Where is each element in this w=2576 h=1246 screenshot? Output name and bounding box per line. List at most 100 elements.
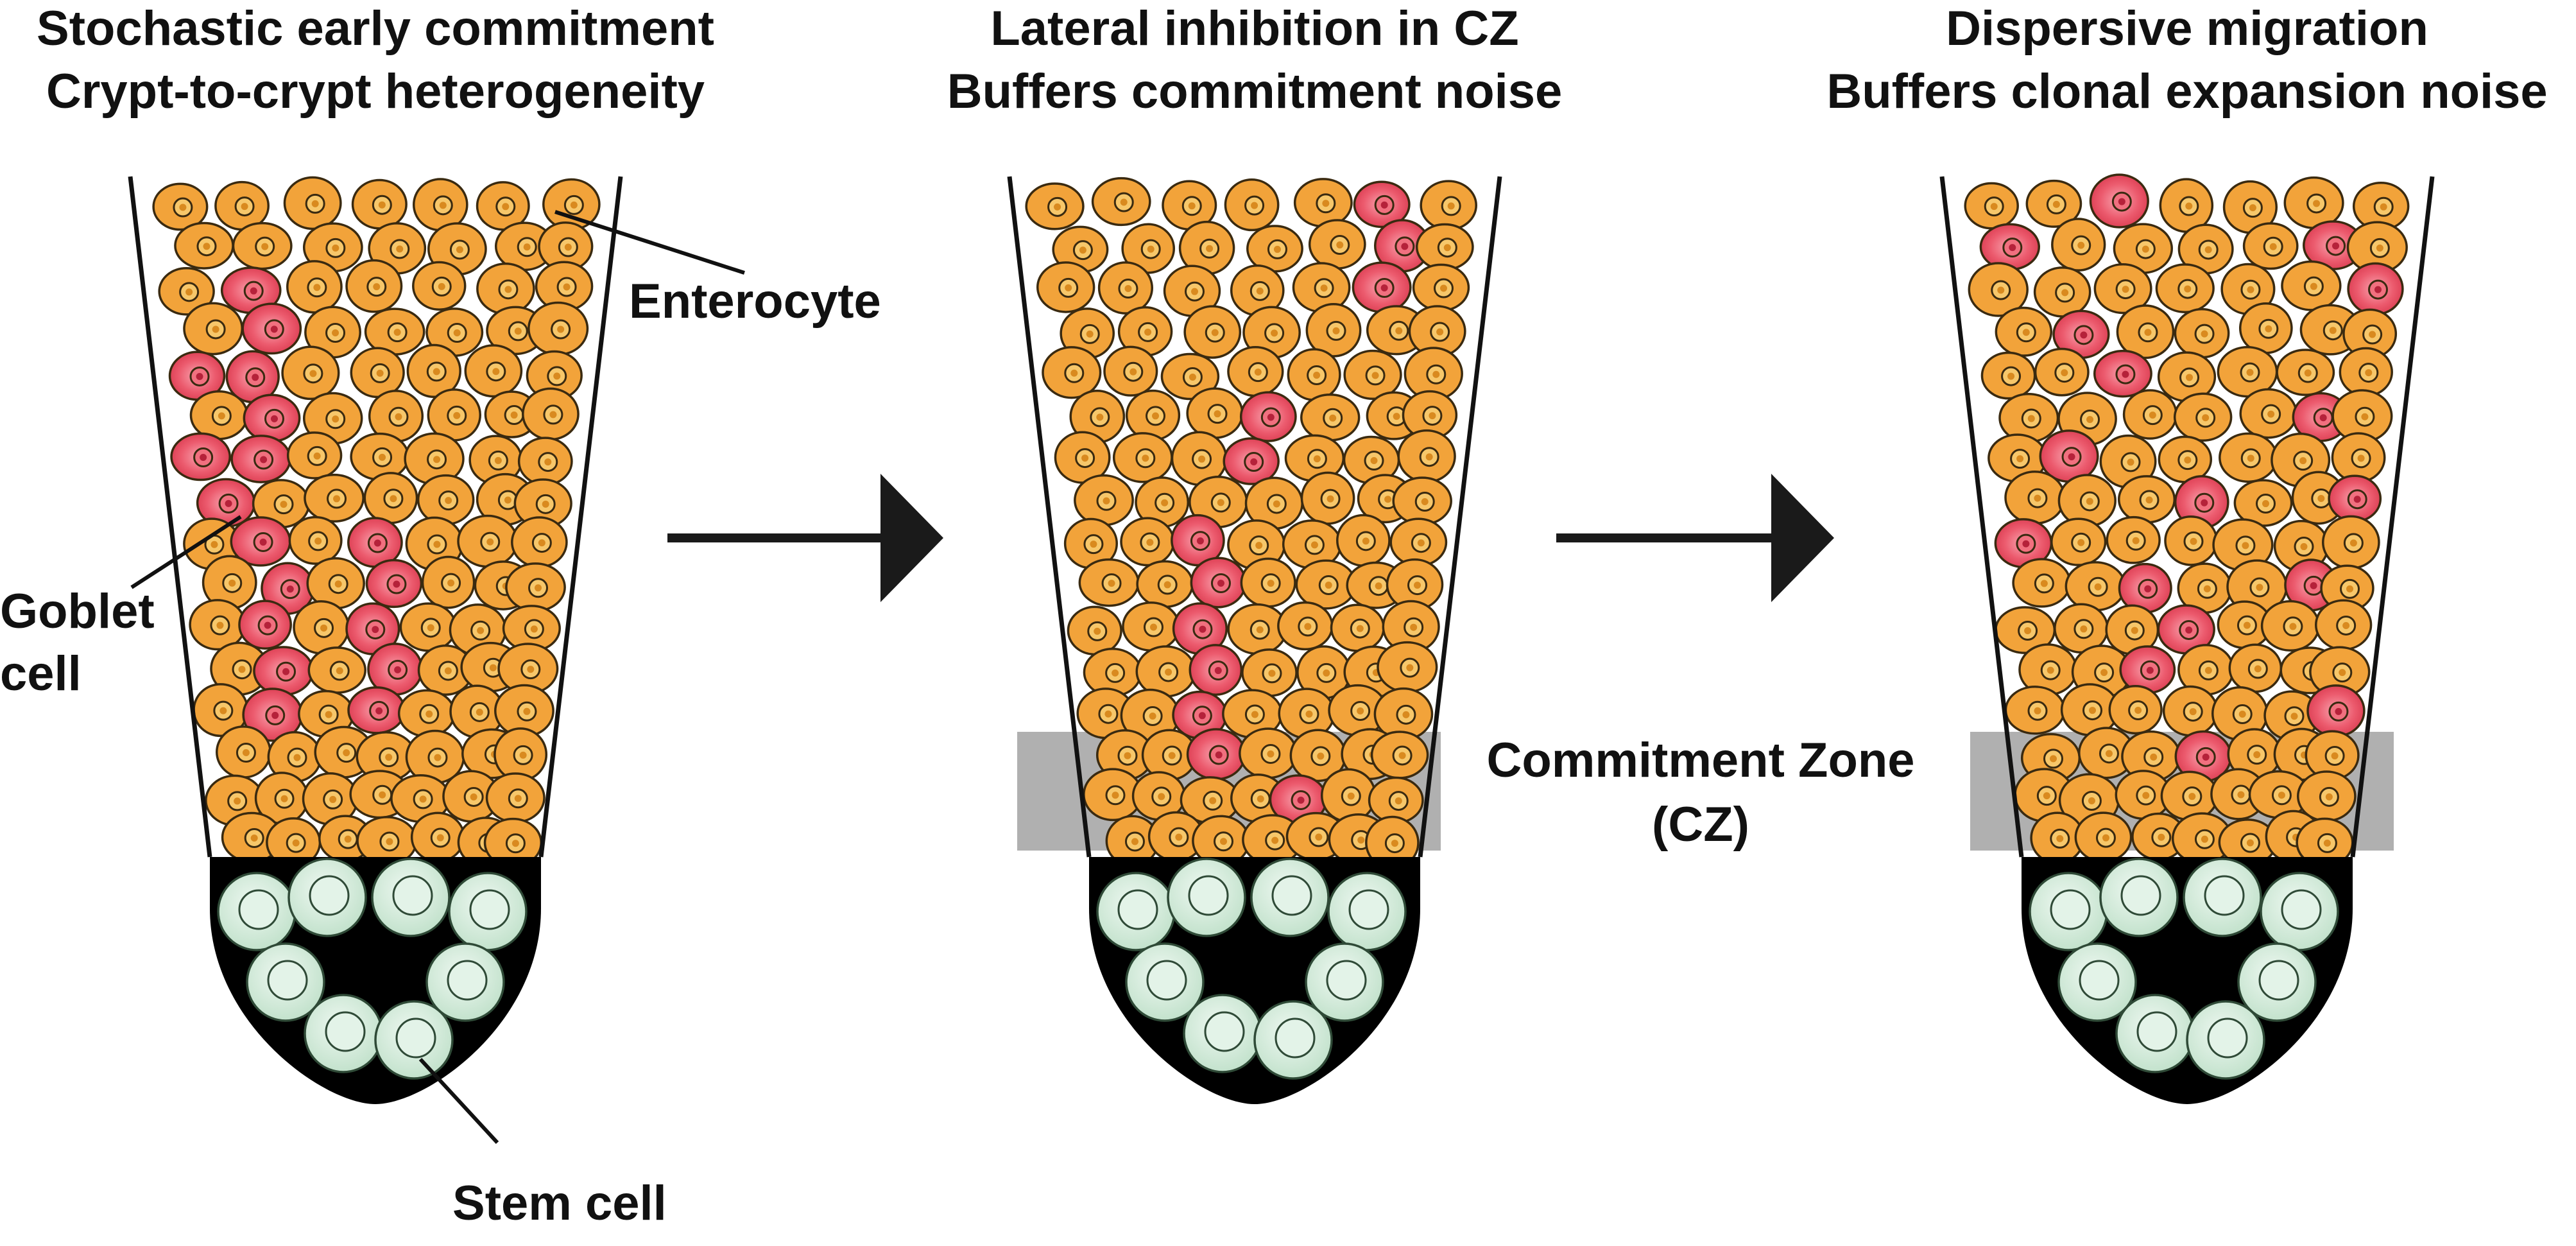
- enterocyte-cell: [286, 260, 343, 314]
- enterocyte-cell: [2108, 684, 2163, 735]
- goblet-label-line2: cell: [0, 646, 82, 701]
- enterocyte-cell: [1076, 688, 1135, 740]
- enterocyte-cell: [1300, 393, 1361, 442]
- enterocyte-cell: [2093, 263, 2152, 315]
- enterocyte-cell: [2322, 515, 2380, 570]
- enterocyte-cell: [2025, 179, 2082, 228]
- enterocyte-cell: [2281, 260, 2342, 311]
- enterocyte-cell: [406, 343, 461, 399]
- enterocyte-cell: [363, 472, 418, 524]
- enterocyte-cell: [2219, 432, 2278, 483]
- enterocyte-cell: [511, 516, 568, 568]
- stem-cell: [1250, 858, 1330, 937]
- enterocyte-cell: [1083, 647, 1142, 697]
- enterocyte-cell: [193, 683, 249, 738]
- enterocyte-cell: [2160, 770, 2219, 821]
- enterocyte-cell: [1105, 815, 1160, 867]
- enterocyte-cell: [2239, 388, 2297, 439]
- stem-cell: [246, 942, 325, 1022]
- crypt-wall-left: [1007, 176, 1092, 858]
- enterocyte-cell: [535, 261, 594, 312]
- commitment-zone-label-line1: Commitment Zone: [1486, 733, 1914, 788]
- enterocyte-cell: [1336, 514, 1391, 567]
- stem-cell: [371, 858, 451, 937]
- enterocyte-cell: [485, 772, 545, 824]
- enterocyte-cell: [397, 689, 456, 738]
- enterocyte-cell: [351, 178, 408, 230]
- enterocyte-cell: [2050, 517, 2107, 566]
- enterocyte-cell: [1240, 557, 1296, 608]
- enterocyte-cell: [2004, 471, 2066, 525]
- commitment-zone-label-line2: (CZ): [1652, 797, 1749, 852]
- panel-2-title-line2: Buffers commitment noise: [947, 64, 1563, 119]
- enterocyte-cell: [2238, 302, 2293, 354]
- goblet-cell: [238, 600, 292, 650]
- enterocyte-cell: [2242, 222, 2299, 270]
- enterocyte-cell: [286, 431, 343, 480]
- goblet-cell: [1186, 728, 1246, 781]
- enterocyte-cell: [1246, 225, 1303, 273]
- enterocyte-cell: [427, 388, 481, 442]
- enterocyte-cell: [174, 221, 234, 270]
- enterocyte-cell: [2158, 435, 2213, 483]
- enterocyte-cell: [302, 772, 359, 826]
- enterocyte-cell: [2228, 643, 2283, 693]
- enterocyte-cell: [1120, 517, 1175, 567]
- enterocyte-cell: [232, 221, 293, 270]
- enterocyte-cell: [2159, 178, 2214, 233]
- enterocyte-cell: [1415, 223, 1474, 271]
- enterocyte-cell: [476, 262, 535, 315]
- stem-cell: [448, 872, 528, 951]
- enterocyte-cell: [1160, 352, 1220, 401]
- enterocyte-cell: [1368, 776, 1424, 824]
- stem-cell: [2260, 872, 2339, 951]
- goblet-cell: [1171, 514, 1225, 567]
- goblet-cell: [230, 516, 291, 567]
- enterocyte-cell: [2033, 266, 2091, 318]
- arrow-right-1: [667, 474, 943, 602]
- enterocyte-cell: [2320, 564, 2374, 612]
- goblet-cell: [1353, 180, 1411, 229]
- enterocyte-cell: [2297, 770, 2357, 822]
- enterocyte-cell: [1241, 648, 1298, 697]
- enterocyte-cell: [364, 307, 425, 356]
- goblet-cell: [1189, 644, 1243, 696]
- goblet-cell: [2119, 645, 2176, 695]
- enterocyte-cell: [542, 178, 601, 231]
- stem-cell: [1183, 994, 1262, 1073]
- enterocyte-cell: [1980, 351, 2036, 400]
- enterocyte-cell: [1060, 307, 1115, 359]
- enterocyte-cell: [1308, 219, 1366, 270]
- enterocyte-cell: [1135, 645, 1196, 698]
- enterocyte-cell: [1244, 476, 1303, 530]
- stem-cell: [304, 994, 383, 1073]
- crypt-panel-1: [128, 176, 623, 1104]
- crypt-wall-left: [128, 176, 212, 858]
- enterocyte-cell: [2220, 263, 2276, 315]
- stem-cell: [1305, 942, 1384, 1022]
- enterocyte-cell: [2113, 223, 2173, 274]
- enterocyte-cell: [288, 515, 343, 565]
- goblet-cell: [2089, 173, 2149, 229]
- panel-3-title-line2: Buffers clonal expansion noise: [1826, 64, 2547, 119]
- enterocyte-cell: [425, 307, 484, 357]
- enterocyte-cell: [1227, 603, 1288, 655]
- enterocyte-cell: [1964, 182, 2019, 230]
- enterocyte-cell: [350, 432, 409, 481]
- goblet-cell: [365, 558, 423, 609]
- enterocyte-cell: [2162, 685, 2219, 737]
- enterocyte-cell: [2060, 683, 2120, 736]
- enterocyte-cell: [1178, 220, 1235, 275]
- enterocyte-cell: [1305, 303, 1362, 358]
- enterocyte-cell: [1998, 392, 2059, 443]
- enterocyte-cell: [1162, 180, 1217, 230]
- crypt-wall-right: [2350, 176, 2435, 858]
- enterocyte-cell: [417, 645, 474, 696]
- goblet-leader-line: [130, 515, 242, 589]
- enterocyte-cell: [1183, 305, 1242, 359]
- goblet-cell: [225, 350, 280, 404]
- enterocyte-cell: [2276, 349, 2335, 396]
- enterocyte-cell: [1343, 349, 1402, 401]
- enterocyte-cell: [412, 261, 467, 311]
- enterocyte-cell: [1141, 729, 1198, 781]
